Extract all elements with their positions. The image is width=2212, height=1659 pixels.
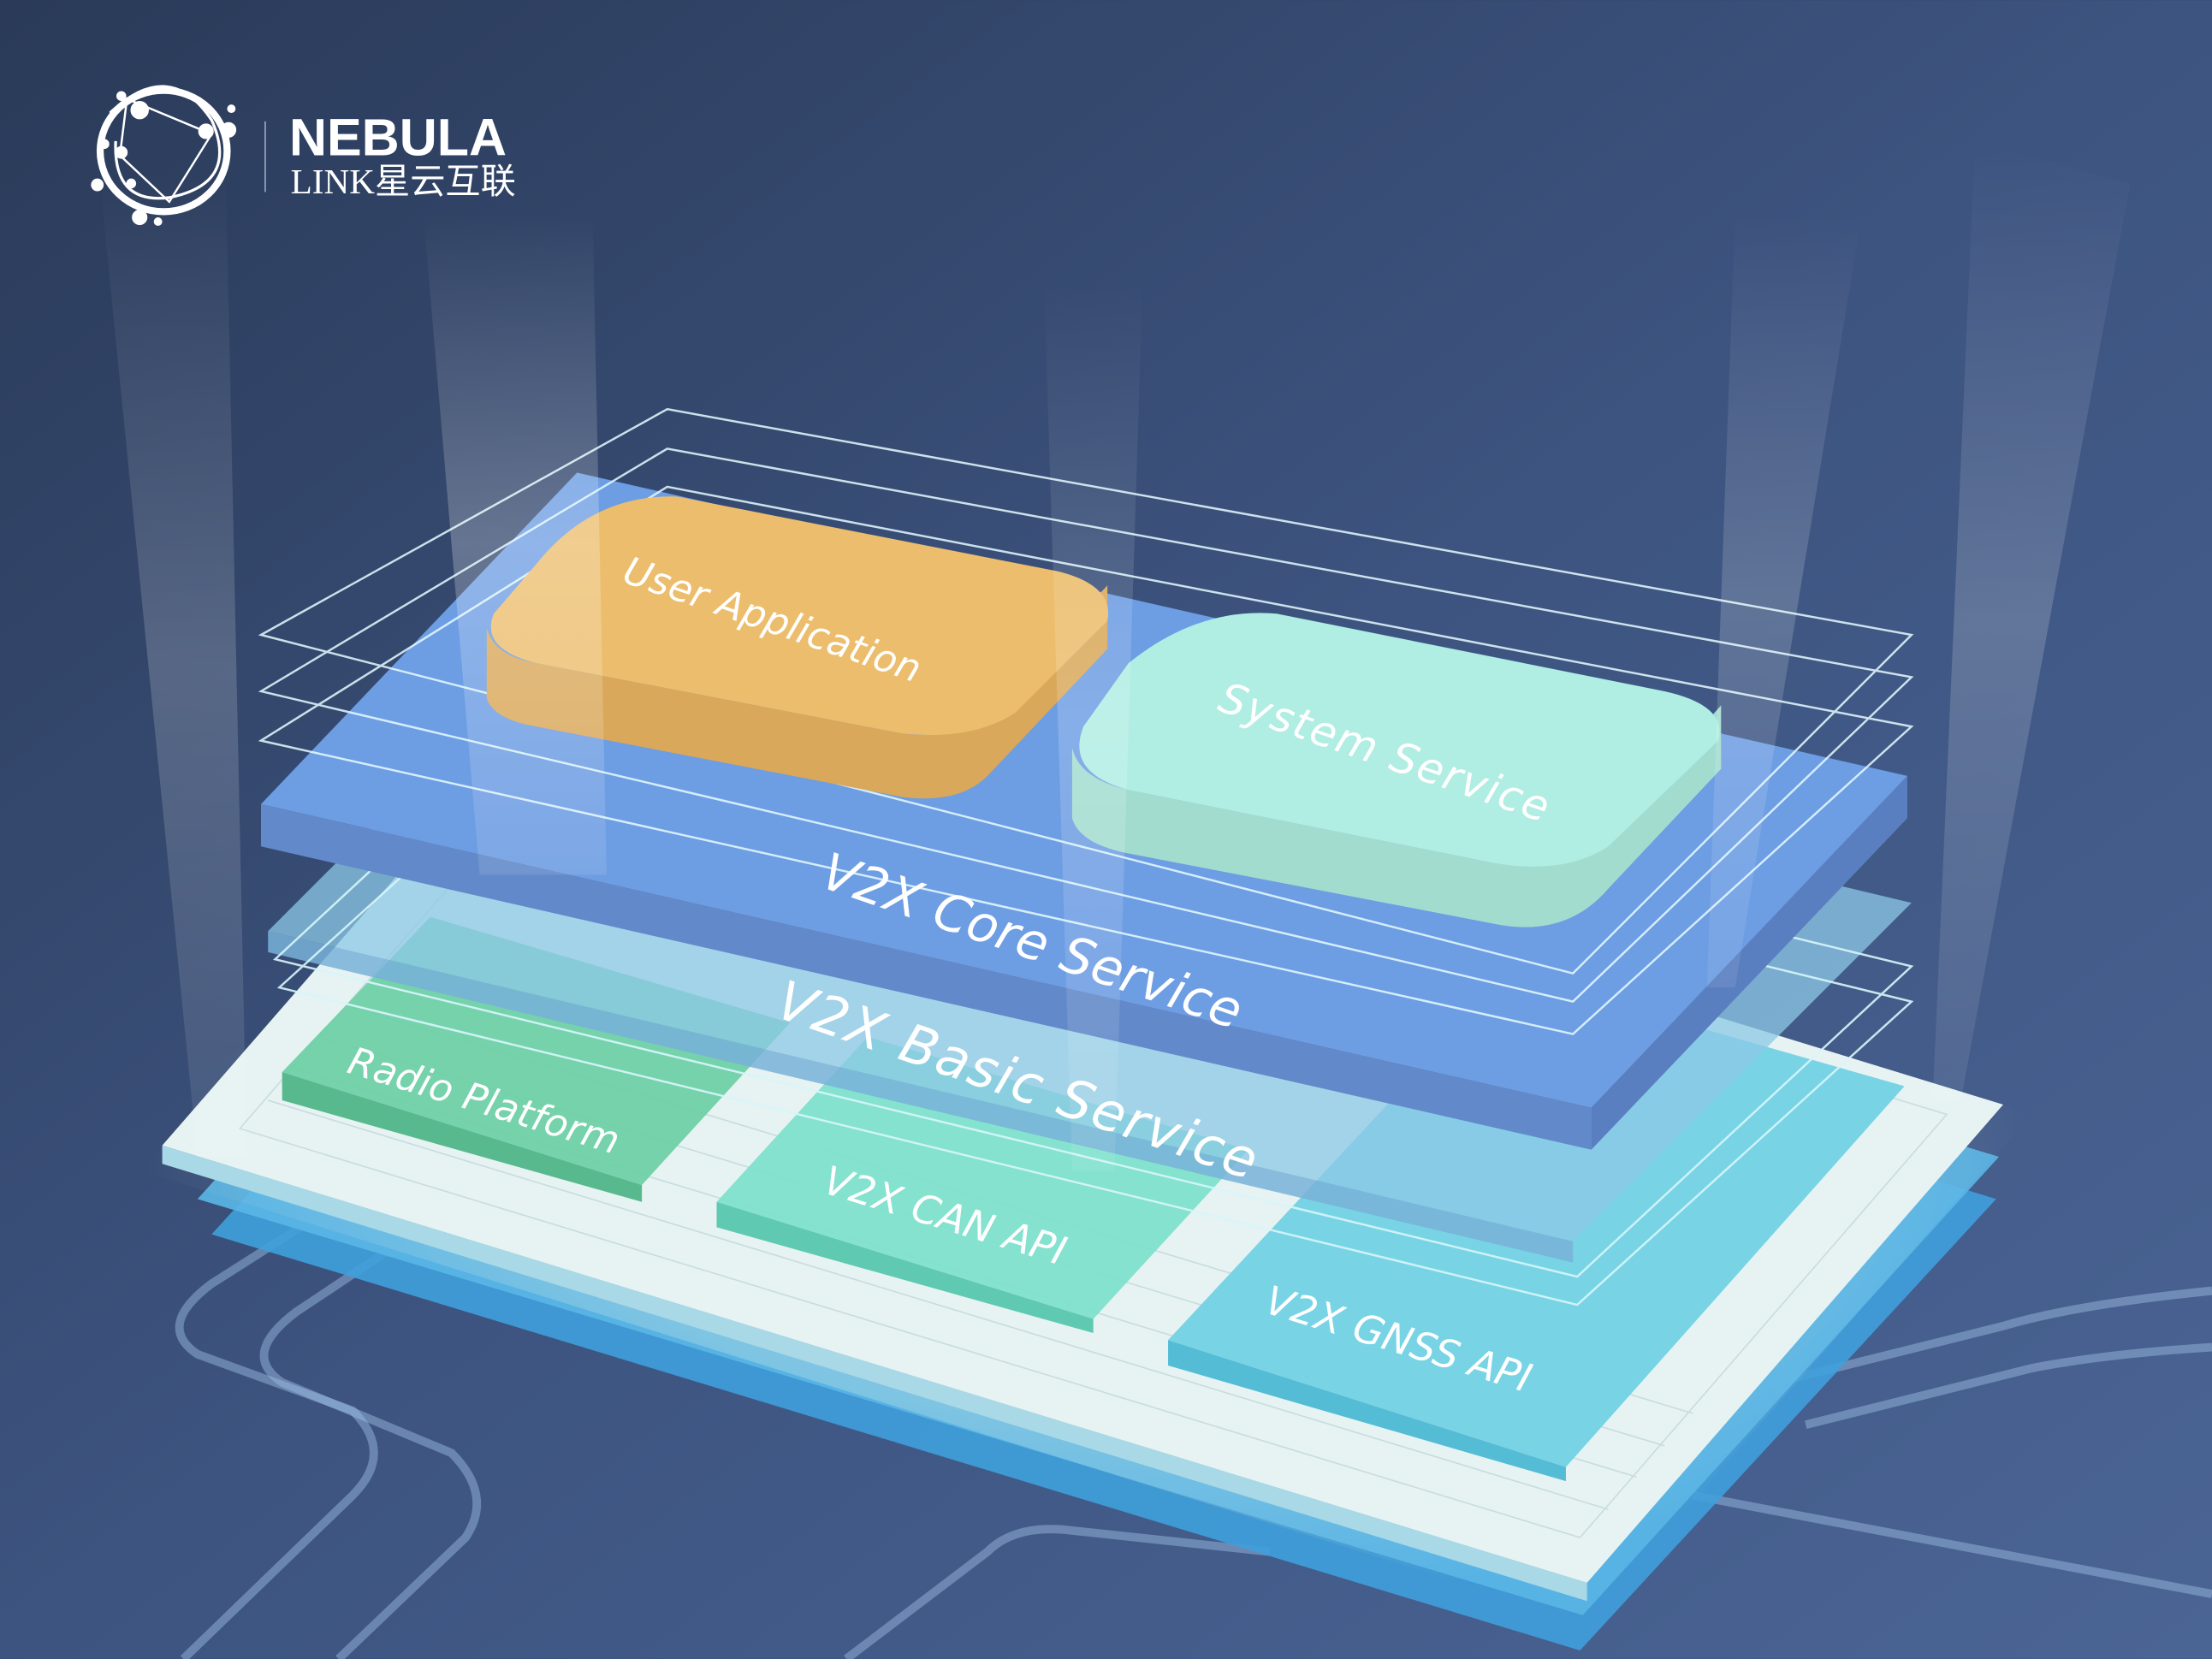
system-service-block [1079,613,1720,867]
gnss-api-side [1168,1340,1566,1482]
nebula-orbit-icon [91,85,237,226]
system-service-side [1071,705,1722,927]
user-application-block [490,496,1109,736]
basic-service-front [268,931,1574,1263]
core-service-side-face [1591,775,1907,1150]
nebula-link-logo: NEBULA LINK星云互联 [91,85,516,226]
circuit-traces [175,1181,2212,1659]
base-board-front-edge [162,1145,1587,1602]
can-api-side [716,1201,1094,1334]
logo-brand-bottom: LINK星云互联 [291,162,516,201]
radio-platform-side [282,1072,643,1202]
light-beams [98,140,2131,1171]
core-service-front-face [260,803,1592,1150]
logo-brand-top: NEBULA [289,108,507,166]
can-api-block [716,1036,1249,1319]
user-application-side [486,585,1108,799]
